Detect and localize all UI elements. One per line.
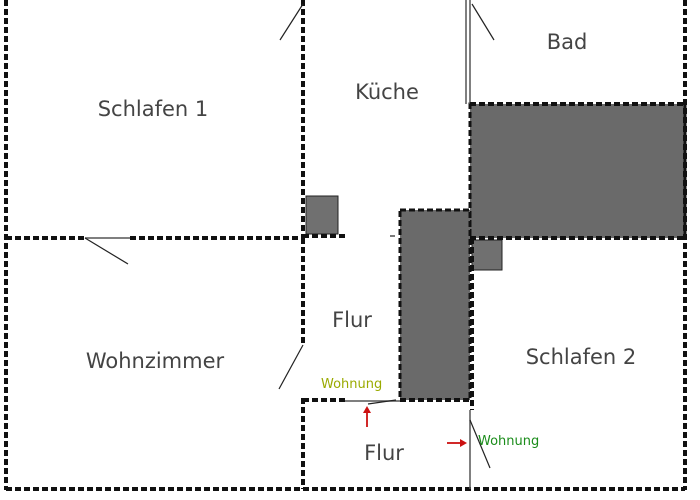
room-label-flur-lower: Flur [364,441,404,465]
room-label-wohnzimmer: Wohnzimmer [86,349,225,373]
annotation-wohnung-left: Wohnung [321,377,382,392]
door-swing-living-hall [278,344,304,390]
arrow-up-icon [363,406,371,427]
hallway-shaft-block [398,208,472,402]
bathroom-shaft-block [468,102,687,240]
kitchen-column-block [305,195,339,235]
door-swing-bedroom2 [469,419,491,469]
room-label-kueche: Küche [355,80,419,104]
room-label-flur-upper: Flur [332,308,372,332]
bedroom2-column-block [471,239,503,271]
door-swing-bedroom-living [84,237,129,265]
door-swing-kitchen-left [279,3,304,41]
room-label-bad: Bad [547,30,588,54]
arrow-right-icon [447,439,467,447]
room-label-schlafen2: Schlafen 2 [526,345,637,369]
door-swing-kitchen-right [471,3,495,41]
door-swing-hall-entrance [367,399,397,405]
annotation-wohnung-right: Wohnung [478,434,539,449]
room-label-schlafen1: Schlafen 1 [98,97,209,121]
